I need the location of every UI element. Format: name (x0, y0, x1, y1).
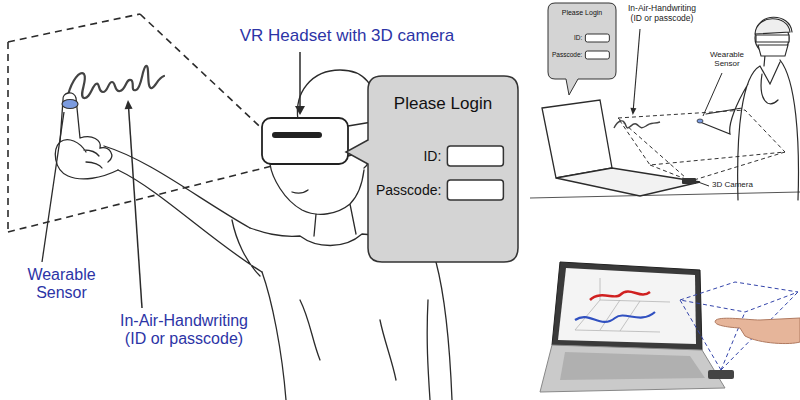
input-field (447, 180, 503, 200)
callout-label: 3D Camera (712, 180, 772, 189)
surgical-cap (755, 19, 790, 34)
capture-volume (618, 110, 785, 180)
pointing-hand (715, 318, 800, 344)
callout-label: Wearable Sensor (702, 50, 752, 68)
leader-line (129, 108, 142, 308)
plot-axes (575, 278, 670, 332)
doctor-figure (700, 17, 798, 200)
depth-camera (708, 370, 734, 379)
plot-curve-blue (575, 312, 655, 322)
leader-line (633, 29, 640, 108)
bubble-title: Please Login (562, 9, 602, 17)
callout-label: Wearable Sensor (14, 266, 109, 303)
depth-camera (682, 178, 696, 184)
callout-label: VR Headset with 3D camera (232, 26, 462, 46)
ring-sensor (697, 119, 703, 123)
field-label: ID: (423, 148, 441, 164)
bubble-title: Please Login (394, 94, 492, 114)
headset-camera-slot (272, 132, 322, 138)
input-field (447, 146, 503, 166)
laptop-base (556, 168, 700, 196)
arrow-head (295, 106, 305, 115)
field-label: ID: (574, 34, 582, 41)
laptop-display (558, 268, 696, 344)
laptop-keyboard (560, 352, 705, 380)
field-label: Passcode: (376, 182, 441, 198)
face-mask (758, 45, 788, 56)
handwriting-trace (68, 66, 164, 98)
field-label: Passcode: (552, 51, 582, 58)
laptop-base (540, 345, 725, 392)
input-field (585, 34, 609, 42)
callout-label: In-Air-Handwriting (ID or passcode) (108, 312, 260, 349)
laptop-bezel (552, 262, 702, 350)
laptop-screen (542, 100, 612, 178)
view-frustum (8, 14, 272, 232)
leader-line (703, 73, 722, 116)
input-field (585, 51, 609, 59)
goggles (756, 35, 789, 42)
bubble-outline (548, 3, 616, 95)
bubble-outline (346, 76, 518, 262)
hand-outline (55, 93, 118, 179)
speech-bubble: Please LoginID: Passcode: (548, 3, 616, 79)
leader-line (42, 112, 64, 262)
leader-line (299, 52, 301, 108)
plot-curve-red (590, 291, 650, 300)
callout-label: In-Air-Handwriting (ID or passcode) (622, 4, 702, 24)
arm-outline (104, 146, 262, 276)
arrow-head (125, 100, 133, 109)
table-line (530, 192, 800, 198)
arrow-head (630, 108, 636, 115)
handwriting-trace (614, 121, 660, 128)
vr-headset (262, 118, 348, 164)
ring-sensor (62, 100, 78, 109)
speech-bubble: Please LoginID: Passcode: (368, 76, 518, 262)
leader-line (698, 182, 709, 186)
